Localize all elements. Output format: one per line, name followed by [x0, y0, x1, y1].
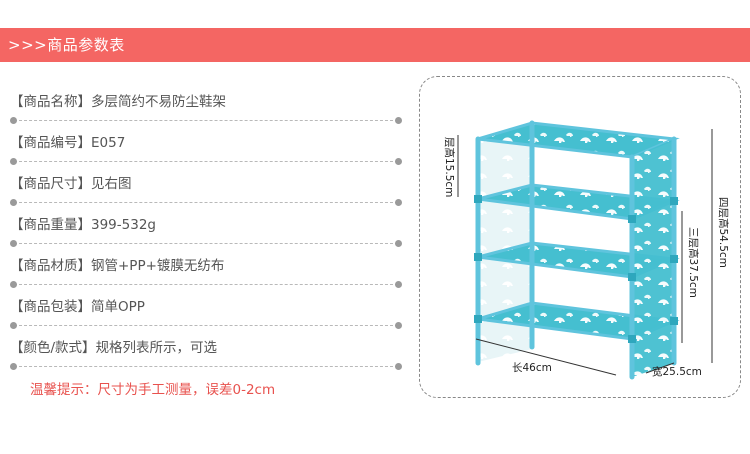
row-divider — [10, 157, 402, 166]
row-divider — [10, 116, 402, 125]
spec-row-size: 【商品尺寸】见右图 — [0, 174, 420, 198]
spec-value: 见右图 — [91, 176, 132, 192]
product-image-frame: 层高15.5cm 四层高54.5cm 三层高37.5cm 长46cm 宽25.5… — [419, 76, 741, 398]
spec-row-package: 【商品包装】简单OPP — [0, 297, 420, 321]
spec-value: 简单OPP — [91, 299, 145, 315]
spec-value: E057 — [91, 135, 126, 151]
row-divider — [10, 280, 402, 289]
post-joints — [474, 195, 678, 343]
section-banner: >>>商品参数表 — [0, 28, 750, 62]
spec-value: 规格列表所示，可选 — [95, 340, 218, 356]
spec-row-material: 【商品材质】钢管+PP+镀膜无纺布 — [0, 256, 420, 280]
dim-four-layer-height: 四层高54.5cm — [717, 197, 730, 268]
spec-value: 399-532g — [91, 217, 156, 233]
section-title: >>>商品参数表 — [8, 36, 125, 54]
spec-value: 多层简约不易防尘鞋架 — [91, 94, 226, 110]
row-divider — [10, 321, 402, 330]
dim-layer-height: 层高15.5cm — [443, 137, 456, 197]
spec-row-color: 【颜色/款式】规格列表所示，可选 — [0, 338, 420, 362]
shoe-rack-illustration: 层高15.5cm 四层高54.5cm 三层高37.5cm 长46cm 宽25.5… — [443, 120, 730, 380]
row-divider — [10, 239, 402, 248]
dim-three-layer-height: 三层高37.5cm — [687, 227, 700, 298]
row-divider — [10, 362, 402, 371]
spec-label: 【颜色/款式】 — [10, 340, 96, 356]
measurement-tip: 温馨提示：尺寸为手工测量，误差0-2cm — [30, 382, 276, 398]
spec-label: 【商品重量】 — [10, 217, 91, 233]
row-divider — [10, 198, 402, 207]
spec-label: 【商品名称】 — [10, 94, 91, 110]
spec-label: 【商品编号】 — [10, 135, 91, 151]
spec-row-weight: 【商品重量】399-532g — [0, 215, 420, 239]
spec-row-name: 【商品名称】多层简约不易防尘鞋架 — [0, 92, 420, 116]
dimension-lines — [457, 129, 713, 376]
front-side-panel — [632, 139, 674, 377]
spec-label: 【商品尺寸】 — [10, 176, 91, 192]
dim-length: 长46cm — [512, 362, 552, 374]
spec-row-code: 【商品编号】E057 — [0, 133, 420, 157]
dim-width: 宽25.5cm — [652, 365, 702, 378]
spec-label: 【商品包装】 — [10, 299, 91, 315]
spec-label: 【商品材质】 — [10, 258, 91, 274]
back-side-panel — [478, 127, 532, 362]
spec-value: 钢管+PP+镀膜无纺布 — [91, 258, 225, 274]
